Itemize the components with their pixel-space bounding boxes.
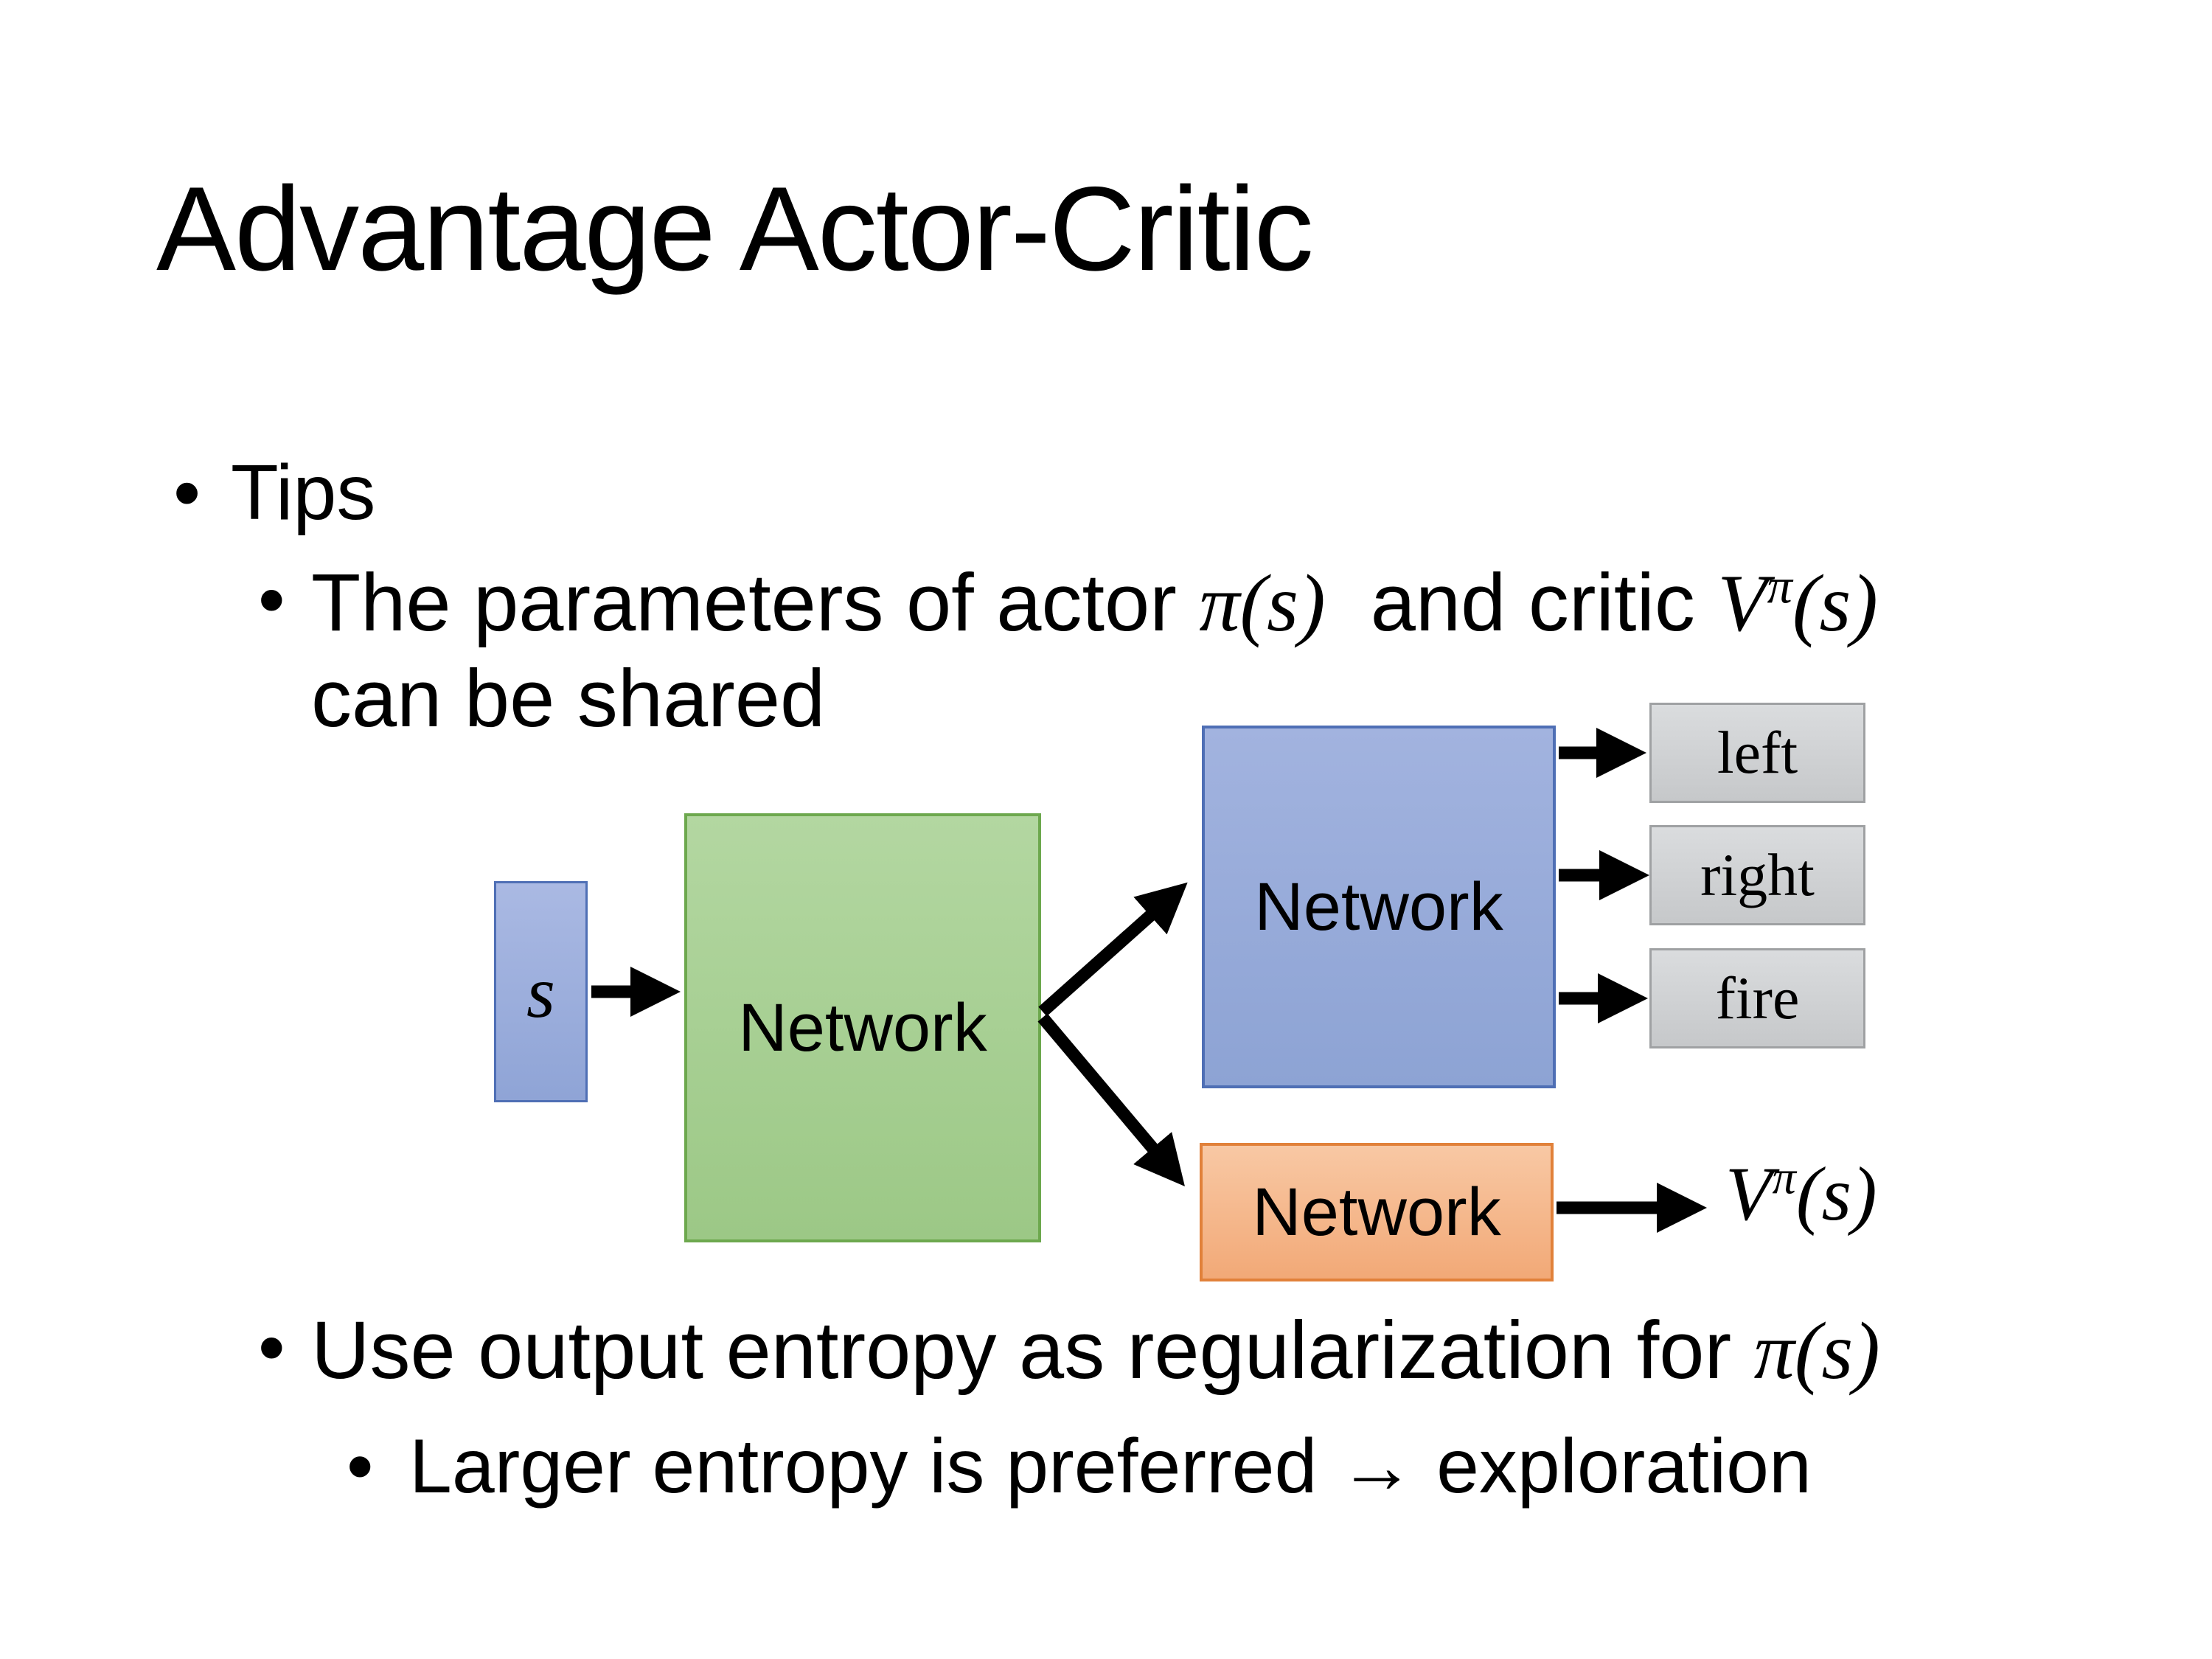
- bullet-line-tips: • Tips: [173, 442, 375, 544]
- state-label: s: [526, 950, 555, 1033]
- can-be-shared-text: can be shared: [311, 653, 826, 744]
- critic-output-value: Vπ(s): [1725, 1151, 1877, 1237]
- shared-network-label: Network: [738, 990, 987, 1065]
- tips-text: Tips: [231, 449, 376, 536]
- action-box-left: left: [1649, 703, 1865, 803]
- arrow-shared-to-critic: [1037, 1013, 1185, 1187]
- math-pi-s: π(s): [1199, 558, 1326, 648]
- math-pi-s: π(s): [1753, 1306, 1880, 1396]
- actor-network-label: Network: [1254, 869, 1503, 945]
- actor-network-box: Network: [1202, 726, 1556, 1088]
- math-v-pi-s: Vπ(s): [1717, 557, 1878, 648]
- shared-network-box: Network: [684, 813, 1041, 1242]
- action-fire-label: fire: [1715, 964, 1800, 1032]
- action-right-label: right: [1700, 841, 1815, 908]
- bullet-line-entropy-regularization: • Use output entropy as regularization fo…: [258, 1298, 1880, 1404]
- entropy-regularization-text: Use output entropy as regularization for…: [311, 1305, 1880, 1396]
- bullet-line-larger-entropy: • Larger entropy is preferred → explorati…: [347, 1417, 1812, 1517]
- bullet-dot: •: [258, 557, 285, 643]
- parameters-text: The parameters of actor π(s) and critic …: [311, 557, 1878, 648]
- state-box: s: [494, 881, 588, 1102]
- larger-entropy-text: Larger entropy is preferred → exploratio…: [409, 1424, 1812, 1509]
- bullet-dot: •: [173, 449, 201, 536]
- bullet-line-parameters: • The parameters of actor π(s) and critic…: [258, 550, 1878, 656]
- action-box-right: right: [1649, 825, 1865, 925]
- arrow-shared-to-actor: [1038, 882, 1188, 1017]
- bullet-line-can-be-shared: •can be shared: [258, 646, 825, 751]
- action-box-fire: fire: [1649, 948, 1865, 1048]
- bullet-dot: •: [258, 1304, 285, 1391]
- slide-title: Advantage Actor-Critic: [156, 162, 1314, 296]
- critic-network-box: Network: [1200, 1143, 1554, 1281]
- action-left-label: left: [1717, 719, 1798, 786]
- critic-network-label: Network: [1252, 1174, 1501, 1250]
- bullet-dot: •: [347, 1424, 374, 1509]
